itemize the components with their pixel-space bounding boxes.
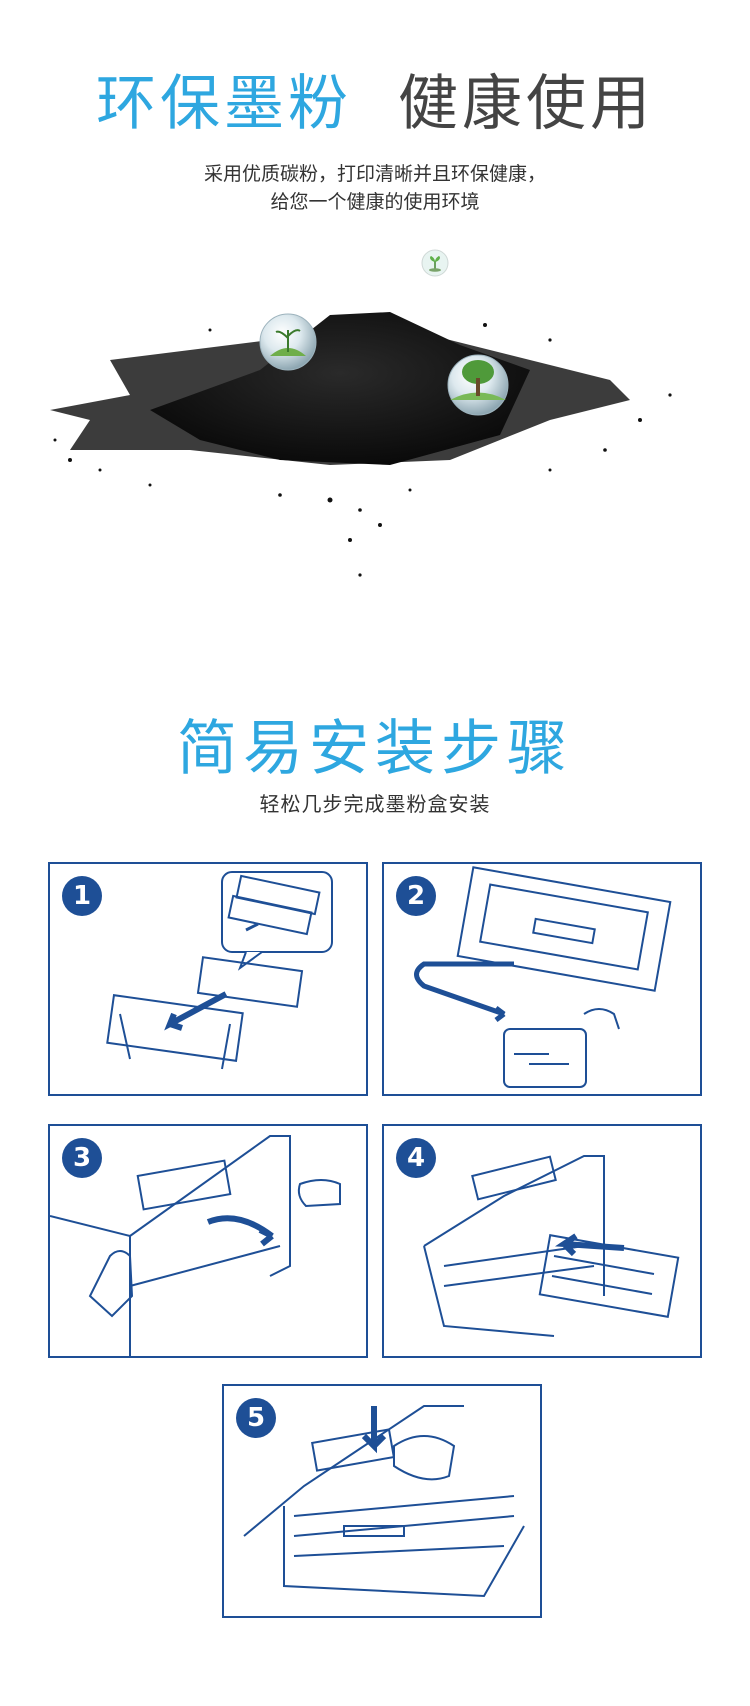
hero-title-gray: 健康使用 xyxy=(398,69,654,139)
eco-globe-icon xyxy=(447,354,509,416)
step-4-illustration xyxy=(423,1155,680,1337)
hand-icon xyxy=(297,1179,341,1208)
install-title: 简易安装步骤 xyxy=(177,714,573,784)
step-5-illustration xyxy=(243,1405,525,1598)
step-number-badge: 1 xyxy=(62,876,102,916)
install-step-5: 5 xyxy=(222,1384,542,1618)
arrow-icon xyxy=(414,961,514,1022)
hand-icon xyxy=(88,1250,134,1318)
step-number-badge: 5 xyxy=(236,1398,276,1438)
step-1-illustration xyxy=(106,871,333,1070)
arrow-icon xyxy=(361,1406,387,1454)
toner-pile-image xyxy=(50,312,672,577)
install-step-3: 3 xyxy=(48,1124,368,1358)
install-step-1: 1 xyxy=(48,862,368,1096)
hero-desc-line2: 给您一个健康的使用环境 xyxy=(270,191,480,213)
step-number-badge: 3 xyxy=(62,1138,102,1178)
eco-globe-icon xyxy=(259,313,317,371)
install-step-2: 2 xyxy=(382,862,702,1096)
step-number-badge: 2 xyxy=(396,876,436,916)
step-number-badge: 4 xyxy=(396,1138,436,1178)
hero-title-blue: 环保墨粉 xyxy=(96,69,352,139)
install-subtitle: 轻松几步完成墨粉盒安装 xyxy=(259,792,491,816)
hero-desc-line1: 采用优质碳粉，打印清晰并且环保健康， xyxy=(203,163,546,185)
hand-icon xyxy=(393,1435,456,1481)
hero-description: 采用优质碳粉，打印清晰并且环保健康， 给您一个健康的使用环境 xyxy=(0,160,750,216)
hand-icon xyxy=(583,1008,620,1030)
step-2-illustration xyxy=(414,866,672,1088)
arrow-icon xyxy=(164,991,228,1031)
leaf-icon xyxy=(421,249,449,277)
hero-title: 环保墨粉健康使用 xyxy=(0,55,750,142)
step-3-illustration xyxy=(50,1135,341,1356)
arrow-icon xyxy=(554,1233,625,1257)
install-step-4: 4 xyxy=(382,1124,702,1358)
arrow-icon xyxy=(206,1215,274,1247)
